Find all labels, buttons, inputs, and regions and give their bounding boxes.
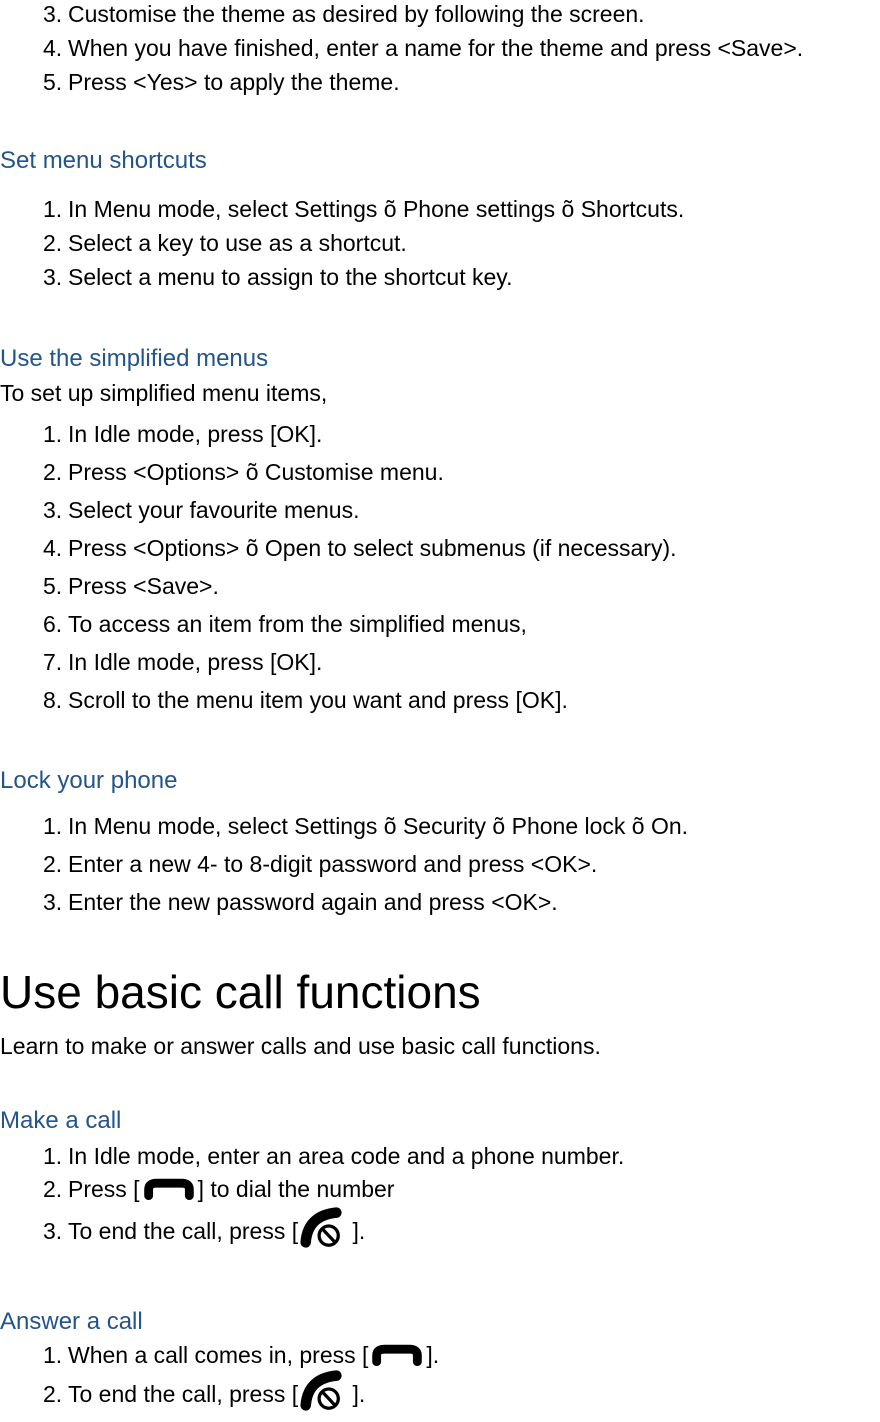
list-text-prefix: Press [ [68,1176,140,1202]
list-item: 1. In Menu mode, select Settings õ Secur… [0,812,880,840]
list-text: Select a key to use as a shortcut. [68,230,407,256]
list-item: 1. In Menu mode, select Settings õ Phone… [0,195,880,223]
list-number: 1. [43,421,63,447]
section-heading-make-a-call: Make a call [0,1107,122,1134]
list-text-prefix: When a call comes in, press [ [68,1342,369,1368]
list-number: 4. [43,35,63,61]
list-text: Scroll to the menu item you want and pre… [68,687,568,713]
dial-key-icon [368,1343,426,1366]
list-item: 2. Press [ ] to dial the number [0,1175,880,1203]
list-item: 1. In Idle mode, enter an area code and … [0,1142,880,1170]
list-item: 5. Press <Save>. [0,572,880,600]
list-item: 3. To end the call, press [ ]. [0,1207,880,1248]
list-item: 3. Select a menu to assign to the shortc… [0,263,880,291]
list-item: 1. When a call comes in, press []. [0,1341,880,1369]
list-text: Customise the theme as desired by follow… [68,1,645,27]
end-call-key-icon [298,1370,346,1411]
list-number: 2. [43,230,63,256]
list-item: 2. To end the call, press [ ]. [0,1370,880,1411]
shortcuts-steps-list: 1. In Menu mode, select Settings õ Phone… [0,195,880,291]
list-text: In Idle mode, enter an area code and a p… [68,1143,625,1169]
list-number: 1. [43,813,63,839]
list-number: 2. [43,1176,63,1202]
section-heading-answer-a-call: Answer a call [0,1308,143,1335]
list-text-suffix: ]. [346,1218,366,1244]
chapter-title: Use basic call functions [0,966,481,1018]
list-item: 2. Press <Options> õ Customise menu. [0,458,880,486]
list-text: Select a menu to assign to the shortcut … [68,264,513,290]
list-number: 7. [43,649,63,675]
list-item: 3. Select your favourite menus. [0,496,880,524]
list-number: 3. [43,889,63,915]
list-item: 4. When you have finished, enter a name … [0,34,880,62]
answer-call-steps-list: 1. When a call comes in, press []. 2. To… [0,1341,880,1411]
list-text: In Menu mode, select Settings õ Phone se… [68,196,685,222]
list-text-suffix: ]. [346,1381,366,1407]
end-call-key-icon [298,1207,346,1248]
list-number: 3. [43,1,63,27]
list-text: Press [ ] to dial the number [68,1175,880,1203]
list-item: 7. In Idle mode, press [OK]. [0,648,880,676]
list-number: 2. [43,459,63,485]
list-number: 1. [43,1342,63,1368]
simplified-steps-list: 1. In Idle mode, press [OK]. 2. Press <O… [0,420,880,714]
section-heading-lock-your-phone: Lock your phone [0,767,178,794]
list-number: 1. [43,196,63,222]
list-number: 3. [43,497,63,523]
list-number: 3. [43,1218,63,1244]
list-text: Press <Yes> to apply the theme. [68,69,400,95]
dial-key-icon [140,1177,198,1200]
list-number: 2. [43,1381,63,1407]
list-text-suffix: ]. [426,1342,440,1368]
list-text: In Idle mode, press [OK]. [68,649,323,675]
list-number: 6. [43,611,63,637]
list-text: Enter a new 4- to 8-digit password and p… [68,851,598,877]
section-intro-text: To set up simplified menu items, [0,380,328,406]
list-number: 1. [43,1143,63,1169]
list-item: 6. To access an item from the simplified… [0,610,880,638]
list-item: 3. Customise the theme as desired by fol… [0,0,880,28]
list-text-suffix: ] to dial the number [197,1176,395,1202]
list-text: Press <Save>. [68,573,219,599]
list-text: Press <Options> õ Open to select submenu… [68,535,677,561]
list-text: To end the call, press [ ]. [68,1207,880,1248]
list-item: 3. Enter the new password again and pres… [0,888,880,916]
make-call-steps-list: 1. In Idle mode, enter an area code and … [0,1142,880,1248]
section-heading-simplified-menus: Use the simplified menus [0,345,269,372]
list-number: 8. [43,687,63,713]
list-item: 8. Scroll to the menu item you want and … [0,686,880,714]
lock-steps-list: 1. In Menu mode, select Settings õ Secur… [0,812,880,916]
list-number: 5. [43,69,63,95]
list-number: 3. [43,264,63,290]
list-item: 5. Press <Yes> to apply the theme. [0,68,880,96]
list-item: 2. Select a key to use as a shortcut. [0,229,880,257]
list-text: Enter the new password again and press <… [68,889,558,915]
list-text: To end the call, press [ ]. [68,1370,880,1411]
section-heading-set-menu-shortcuts: Set menu shortcuts [0,147,207,174]
list-text-prefix: To end the call, press [ [68,1218,299,1244]
chapter-subtitle: Learn to make or answer calls and use ba… [0,1033,601,1059]
list-item: 4. Press <Options> õ Open to select subm… [0,534,880,562]
list-number: 5. [43,573,63,599]
list-text: Select your favourite menus. [68,497,360,523]
list-text: When a call comes in, press []. [68,1341,880,1369]
list-text: When you have finished, enter a name for… [68,35,804,61]
list-number: 2. [43,851,63,877]
list-text-prefix: To end the call, press [ [68,1381,299,1407]
list-text: In Idle mode, press [OK]. [68,421,323,447]
list-number: 4. [43,535,63,561]
list-text: Press <Options> õ Customise menu. [68,459,444,485]
list-text: In Menu mode, select Settings õ Security… [68,813,689,839]
list-item: 1. In Idle mode, press [OK]. [0,420,880,448]
theme-steps-list: 3. Customise the theme as desired by fol… [0,0,880,96]
list-item: 2. Enter a new 4- to 8-digit password an… [0,850,880,878]
list-text: To access an item from the simplified me… [68,611,527,637]
